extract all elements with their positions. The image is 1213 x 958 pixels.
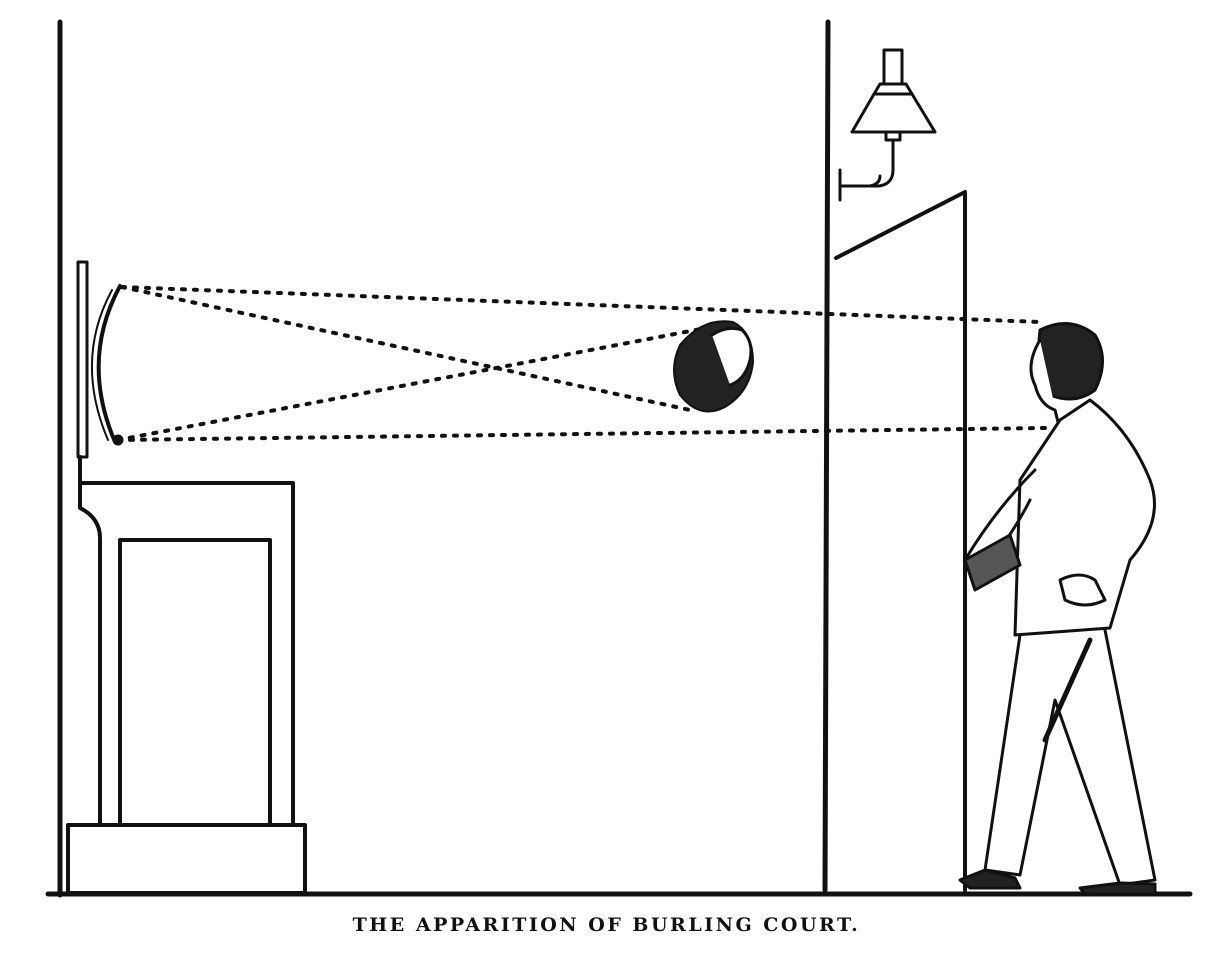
wall-lamp bbox=[838, 48, 937, 202]
figure-caption: THE APPARITION OF BURLING COURT. bbox=[352, 914, 861, 936]
door bbox=[834, 190, 967, 892]
room-walls bbox=[45, 19, 1193, 898]
apparition-head bbox=[673, 320, 754, 413]
man-figure bbox=[958, 322, 1157, 896]
mirror bbox=[76, 260, 124, 459]
sight-lines bbox=[116, 285, 1047, 442]
mantelpiece bbox=[66, 455, 307, 895]
